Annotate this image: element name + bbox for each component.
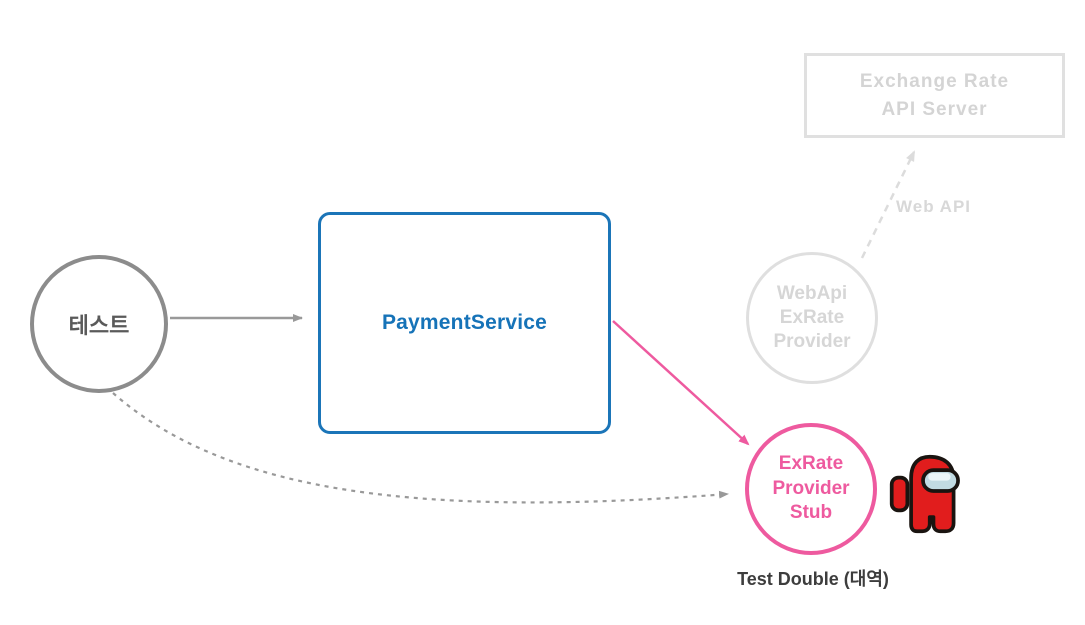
payment-service-label: PaymentService — [381, 311, 548, 334]
test-circle-label: 테스트 — [68, 313, 130, 338]
crewmate-body — [909, 454, 956, 534]
webapi-provider-label-line1: WebApi — [776, 283, 848, 305]
webapi-exrate-provider-node: WebApi ExRate Provider — [746, 252, 878, 384]
web-api-arrow-label: Web API — [896, 197, 972, 216]
among-us-crewmate-icon — [889, 454, 960, 534]
exrate-provider-stub-node: ExRate Provider Stub — [745, 423, 877, 555]
stub-label-line3: Stub — [789, 502, 833, 524]
exchange-box-label-line2: API Server — [881, 98, 988, 120]
exchange-rate-api-server-node: Exchange Rate API Server — [804, 53, 1065, 138]
exchange-box-label-line1: Exchange Rate — [859, 70, 1010, 92]
test-circle-node: 테스트 — [30, 255, 168, 393]
crewmate-visor-highlight — [928, 473, 951, 481]
arrow-paymentservice-to-stub — [612, 320, 750, 446]
crewmate-backpack — [889, 475, 910, 513]
arrow-test-to-stub-dashed-curve — [112, 392, 729, 504]
payment-service-node: PaymentService — [318, 212, 611, 434]
arrow-webapiprovider-to-apiserver-dashed — [860, 150, 916, 259]
stub-label-line1: ExRate — [778, 452, 844, 474]
stub-label-line2: Provider — [772, 477, 850, 499]
webapi-provider-label-line2: ExRate — [779, 307, 845, 329]
test-double-caption: Test Double (대역) — [737, 569, 889, 589]
webapi-provider-label-line3: Provider — [773, 330, 851, 352]
